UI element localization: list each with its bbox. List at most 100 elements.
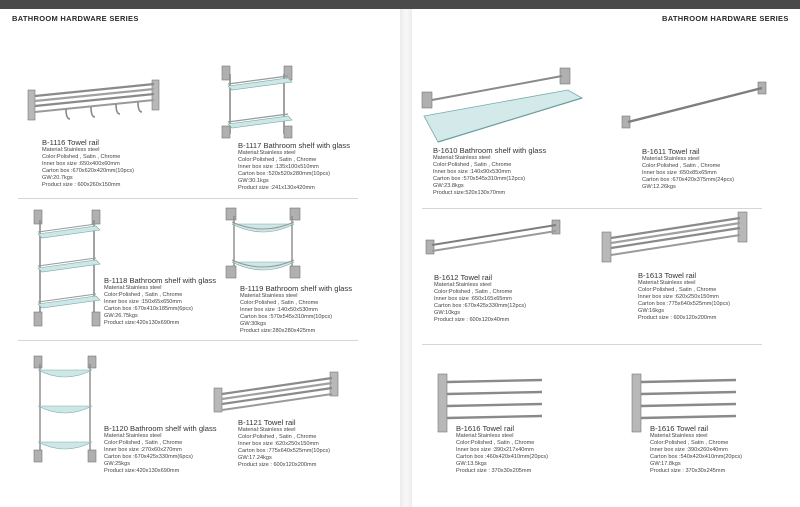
spec-color: Color:Polished , Satin , Chrome (650, 440, 729, 446)
product-title: B-1616 Towel rail (650, 424, 709, 433)
spec-inner-box: Inner box size :650x400x60mm (42, 161, 120, 167)
spec-product-size: Product size :241x130x420mm (238, 185, 315, 191)
product-spec: B-1118 Bathroom shelf with glass Materia… (104, 276, 216, 327)
spec-product-size: Product size : 370x30x205mm (456, 468, 532, 474)
product-spec: B-1616 Towel rail Material:Stainless ste… (456, 424, 548, 475)
spec-carton-box: Carton box :670x620x420mm(10pcs) (42, 168, 135, 174)
spec-inner-box: Inner box size :650x85x65mm (642, 170, 717, 176)
spec-color: Color:Polished , Satin , Chrome (238, 157, 317, 163)
spec-carton-box: Carton box :670x425x330mm(6pcs) (104, 454, 193, 460)
series-heading-right: BATHROOM HARDWARE SERIES (662, 14, 789, 23)
spec-carton-box: Carton box :670x420x375mm(24pcs) (642, 177, 735, 183)
spec-gw: GW:30kgs (240, 321, 267, 327)
product-spec: B-1116 Towel rail Material:Stainless ste… (42, 138, 134, 189)
product-title: B-1610 Bathroom shelf with glass (433, 146, 547, 155)
product-spec: B-1119 Bathroom shelf with glass Materia… (240, 284, 352, 335)
spec-color: Color:Polished , Satin , Chrome (104, 440, 183, 446)
top-bar (0, 0, 800, 9)
page-gutter (400, 9, 412, 507)
spec-material: Material:Stainless steel (456, 433, 514, 439)
swing-arm-towel-rail-icon (628, 370, 740, 436)
triple-glass-shelf-icon (30, 208, 106, 330)
spec-material: Material:Stainless steel (42, 147, 100, 153)
spec-color: Color:Polished , Satin , Chrome (104, 292, 183, 298)
spec-gw: GW:10kgs (434, 310, 461, 316)
product-title: B-1611 Towel rail (642, 147, 700, 156)
product-title: B-1616 Towel rail (456, 424, 515, 433)
spec-gw: GW:13.5kgs (456, 461, 487, 467)
product-spec: B-1612 Towel rail Material:Stainless ste… (434, 273, 526, 324)
double-glass-shelf-icon (218, 64, 298, 142)
divider (18, 340, 358, 341)
spec-product-size: Product size:420x130x690mm (104, 468, 180, 474)
spec-product-size: Product size:280x280x425mm (240, 328, 316, 334)
spec-color: Color:Polished , Satin , Chrome (240, 300, 319, 306)
product-spec: B-1616 Towel rail Material:Stainless ste… (650, 424, 742, 475)
spec-inner-box: Inner box size :390x217x40mm (456, 447, 534, 453)
spec-color: Color:Polished , Satin , Chrome (642, 163, 721, 169)
spec-color: Color:Polished , Satin , Chrome (42, 154, 121, 160)
spec-product-size: Product size : 600x120x200mm (238, 462, 317, 468)
series-heading-left: BATHROOM HARDWARE SERIES (12, 14, 139, 23)
product-title: B-1612 Towel rail (434, 273, 493, 282)
spec-carton-box: Carton box :520x520x280mm(10pcs) (238, 171, 331, 177)
spec-inner-box: Inner box size :620x250x150mm (638, 294, 719, 300)
spec-carton-box: Carton box :670x410x185mm(6pcs) (104, 306, 193, 312)
product-title: B-1121 Towel rail (238, 418, 296, 427)
spec-product-size: Product size : 600x120x40mm (434, 317, 510, 323)
spec-product-size: Product size:520x130x70mm (433, 190, 506, 196)
spec-color: Color:Polished , Satin , Chrome (638, 287, 717, 293)
spec-inner-box: Inner box size :650x165x65mm (434, 296, 512, 302)
spec-carton-box: Carton box :670x425x330mm(12pcs) (434, 303, 527, 309)
spec-gw: GW:17.8kgs (650, 461, 681, 467)
product-title: B-1116 Towel rail (42, 138, 99, 147)
spec-material: Material:Stainless steel (433, 155, 491, 161)
spec-material: Material:Stainless steel (104, 285, 162, 291)
spec-inner-box: Inner box size :150x65x650mm (104, 299, 182, 305)
spec-inner-box: Inner box size :140x50x530mm (240, 307, 318, 313)
spec-inner-box: Inner box size :140x90x530mm (433, 169, 511, 175)
corner-glass-shelf-icon (222, 206, 304, 282)
spec-gw: GW:23.8kgs (433, 183, 464, 189)
spec-material: Material:Stainless steel (240, 293, 298, 299)
spec-material: Material:Stainless steel (642, 156, 700, 162)
product-spec: B-1611 Towel rail Material:Stainless ste… (642, 147, 734, 191)
spec-gw: GW:26.75kgs (104, 313, 138, 319)
product-spec: B-1610 Bathroom shelf with glass Materia… (433, 146, 546, 197)
spec-carton-box: Carton box :460x420x410mm(20pcs) (456, 454, 549, 460)
spec-inner-box: Inner box size :135x100x510mm (238, 164, 319, 170)
spec-inner-box: Inner box size :270x60x270mm (104, 447, 182, 453)
spec-product-size: Product size : 600x120x200mm (638, 315, 717, 321)
single-glass-shelf-icon (418, 62, 586, 146)
product-spec: B-1117 Bathroom shelf with glass Materia… (238, 141, 350, 192)
spec-gw: GW:12.26kgs (642, 184, 676, 190)
spec-carton-box: Carton box :540x420x410mm(20pcs) (650, 454, 743, 460)
towel-rack-icon (600, 206, 752, 272)
spec-material: Material:Stainless steel (434, 282, 492, 288)
product-spec: B-1121 Towel rail Material:Stainless ste… (238, 418, 330, 469)
spec-product-size: Product size : 600x260x150mm (42, 182, 121, 188)
product-title: B-1117 Bathroom shelf with glass (238, 141, 350, 150)
spec-carton-box: Carton box :570x545x310mm(12pcs) (433, 176, 526, 182)
spec-gw: GW:20.7kgs (42, 175, 73, 181)
product-title: B-1120 Bathroom shelf with glass (104, 424, 217, 433)
spec-gw: GW:17.24kgs (238, 455, 272, 461)
spec-gw: GW:16kgs (638, 308, 665, 314)
spec-inner-box: Inner box size :390x260x40mm (650, 447, 728, 453)
product-title: B-1613 Towel rail (638, 271, 697, 280)
towel-rack-icon (212, 366, 342, 422)
spec-material: Material:Stainless steel (238, 150, 296, 156)
spec-product-size: Product size:420x130x690mm (104, 320, 180, 326)
spec-material: Material:Stainless steel (638, 280, 696, 286)
spec-inner-box: Inner box size :620x250x150mm (238, 441, 319, 447)
product-spec: B-1613 Towel rail Material:Stainless ste… (638, 271, 730, 322)
spec-material: Material:Stainless steel (650, 433, 708, 439)
spec-gw: GW:30.1kgs (238, 178, 269, 184)
swing-arm-towel-rail-icon (434, 370, 546, 436)
spec-material: Material:Stainless steel (104, 433, 162, 439)
product-title: B-1119 Bathroom shelf with glass (240, 284, 352, 293)
divider (18, 198, 358, 199)
spec-color: Color:Polished , Satin , Chrome (456, 440, 535, 446)
spec-color: Color:Polished , Satin , Chrome (238, 434, 317, 440)
double-towel-bar-icon (424, 218, 564, 258)
